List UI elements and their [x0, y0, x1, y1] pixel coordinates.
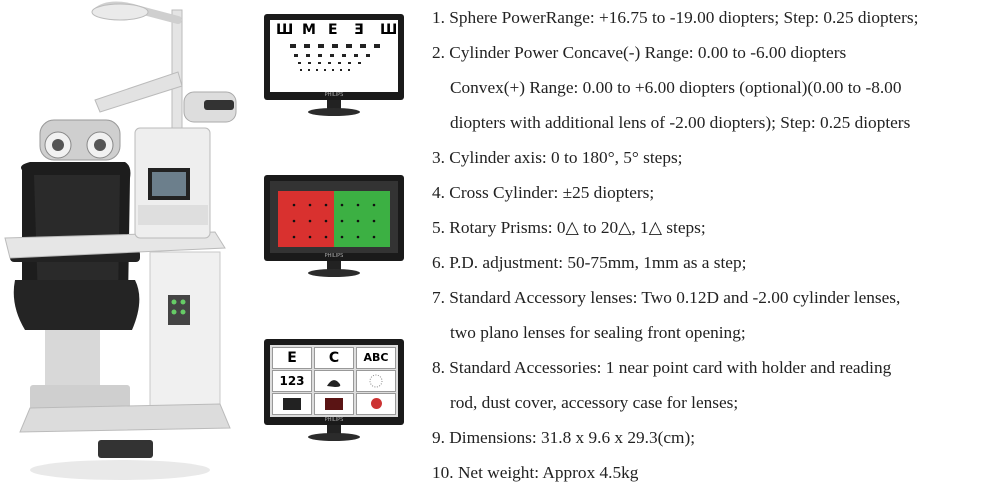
- monitor-brand: PHILIPS: [324, 253, 344, 259]
- spec-text: Net weight: Approx 4.5kg: [457, 463, 639, 482]
- spec-number: 5.: [432, 218, 445, 237]
- spec-number: 7.: [432, 288, 445, 307]
- duochrome-dots: [292, 203, 376, 239]
- spec-text: Cylinder Power Concave(-) Range: 0.00 to…: [449, 43, 847, 62]
- monitor-neck: [327, 100, 341, 110]
- spec-number: 10.: [432, 463, 454, 482]
- grid-cell-abc: ABC: [356, 347, 396, 369]
- monitor-screen: PHILIPS: [264, 175, 404, 261]
- spec-continuation: two plano lenses for sealing front openi…: [450, 323, 746, 342]
- spec-item: 5. Rotary Prisms: 0△ to 20△, 1△ steps;: [432, 210, 1000, 245]
- e-chart-letter: Ш: [380, 22, 398, 38]
- spec-list: 1. Sphere PowerRange: +16.75 to -19.00 d…: [432, 0, 1000, 490]
- spec-item: 3. Cylinder axis: 0 to 180°, 5° steps;: [432, 140, 1000, 175]
- green-panel: [334, 191, 390, 247]
- spec-text: Rotary Prisms: 0△ to 20△, 1△ steps;: [449, 218, 706, 237]
- monitor-brand: PHILIPS: [324, 92, 344, 98]
- monitor-stand: [308, 269, 360, 277]
- monitor-stand: [308, 433, 360, 441]
- e-chart-letter: M: [302, 22, 316, 38]
- monitor-neck: [327, 425, 341, 435]
- e-chart-rows: [290, 44, 380, 71]
- red-panel: [278, 191, 334, 247]
- swan-icon: [327, 380, 341, 387]
- monitor-screen: E C ABC 123 PHILIPS: [264, 339, 404, 425]
- grid-cell-e: E: [272, 347, 312, 369]
- spec-number: 1.: [432, 8, 445, 27]
- spec-number: 8.: [432, 358, 445, 377]
- grid-cell-dark-2: [314, 393, 354, 415]
- grid-cell-dark-1: [272, 393, 312, 415]
- spec-text: P.D. adjustment: 50-75mm, 1mm as a step;: [449, 253, 747, 272]
- e-chart-letter: Ǝ: [354, 22, 364, 38]
- spec-text: Standard Accessories: 1 near point card …: [449, 358, 892, 377]
- spec-item: 8. Standard Accessories: 1 near point ca…: [432, 350, 1000, 420]
- monitor-brand: PHILIPS: [324, 417, 344, 423]
- grid-cell-123: 123: [272, 370, 312, 392]
- spec-text: Standard Accessory lenses: Two 0.12D and…: [449, 288, 901, 307]
- spec-number: 2.: [432, 43, 445, 62]
- spec-item: 1. Sphere PowerRange: +16.75 to -19.00 d…: [432, 0, 1000, 35]
- dot-pattern-icon: [369, 374, 383, 388]
- spec-number: 6.: [432, 253, 445, 272]
- spec-continuation: diopters with additional lens of -2.00 d…: [450, 113, 911, 132]
- grid-cell-red-dot: [356, 393, 396, 415]
- spec-text: Cylinder axis: 0 to 180°, 5° steps;: [449, 148, 683, 167]
- grid-cell-c: C: [314, 347, 354, 369]
- spec-text: Cross Cylinder: ±25 diopters;: [449, 183, 655, 202]
- spec-number: 9.: [432, 428, 445, 447]
- grid-cell-dots: [356, 370, 396, 392]
- spec-item: 10. Net weight: Approx 4.5kg: [432, 455, 1000, 490]
- e-chart-letter: E: [328, 22, 338, 38]
- spec-text: Dimensions: 31.8 x 9.6 x 29.3(cm);: [449, 428, 696, 447]
- e-chart-letter: Ш: [276, 22, 294, 38]
- spec-item: 6. P.D. adjustment: 50-75mm, 1mm as a st…: [432, 245, 1000, 280]
- spec-number: 4.: [432, 183, 445, 202]
- spec-text: Sphere PowerRange: +16.75 to -19.00 diop…: [449, 8, 919, 27]
- grid-cell-symbol: [314, 370, 354, 392]
- spec-item: 4. Cross Cylinder: ±25 diopters;: [432, 175, 1000, 210]
- red-green-display: [270, 181, 398, 253]
- test-grid-display: E C ABC 123: [270, 345, 398, 417]
- spec-number: 3.: [432, 148, 445, 167]
- monitor-screen: Ш M E Ǝ Ш PHILIPS: [264, 14, 404, 100]
- spec-item: 9. Dimensions: 31.8 x 9.6 x 29.3(cm);: [432, 420, 1000, 455]
- e-chart-display: Ш M E Ǝ Ш: [270, 20, 398, 92]
- spec-continuation: Convex(+) Range: 0.00 to +6.00 diopters …: [450, 78, 902, 97]
- spec-item: 2. Cylinder Power Concave(-) Range: 0.00…: [432, 35, 1000, 140]
- spec-continuation: rod, dust cover, accessory case for lens…: [450, 393, 739, 412]
- monitor-neck: [327, 261, 341, 271]
- monitor-stand: [308, 108, 360, 116]
- spec-item: 7. Standard Accessory lenses: Two 0.12D …: [432, 280, 1000, 350]
- phoropter-chair-photo: [4, 1, 237, 480]
